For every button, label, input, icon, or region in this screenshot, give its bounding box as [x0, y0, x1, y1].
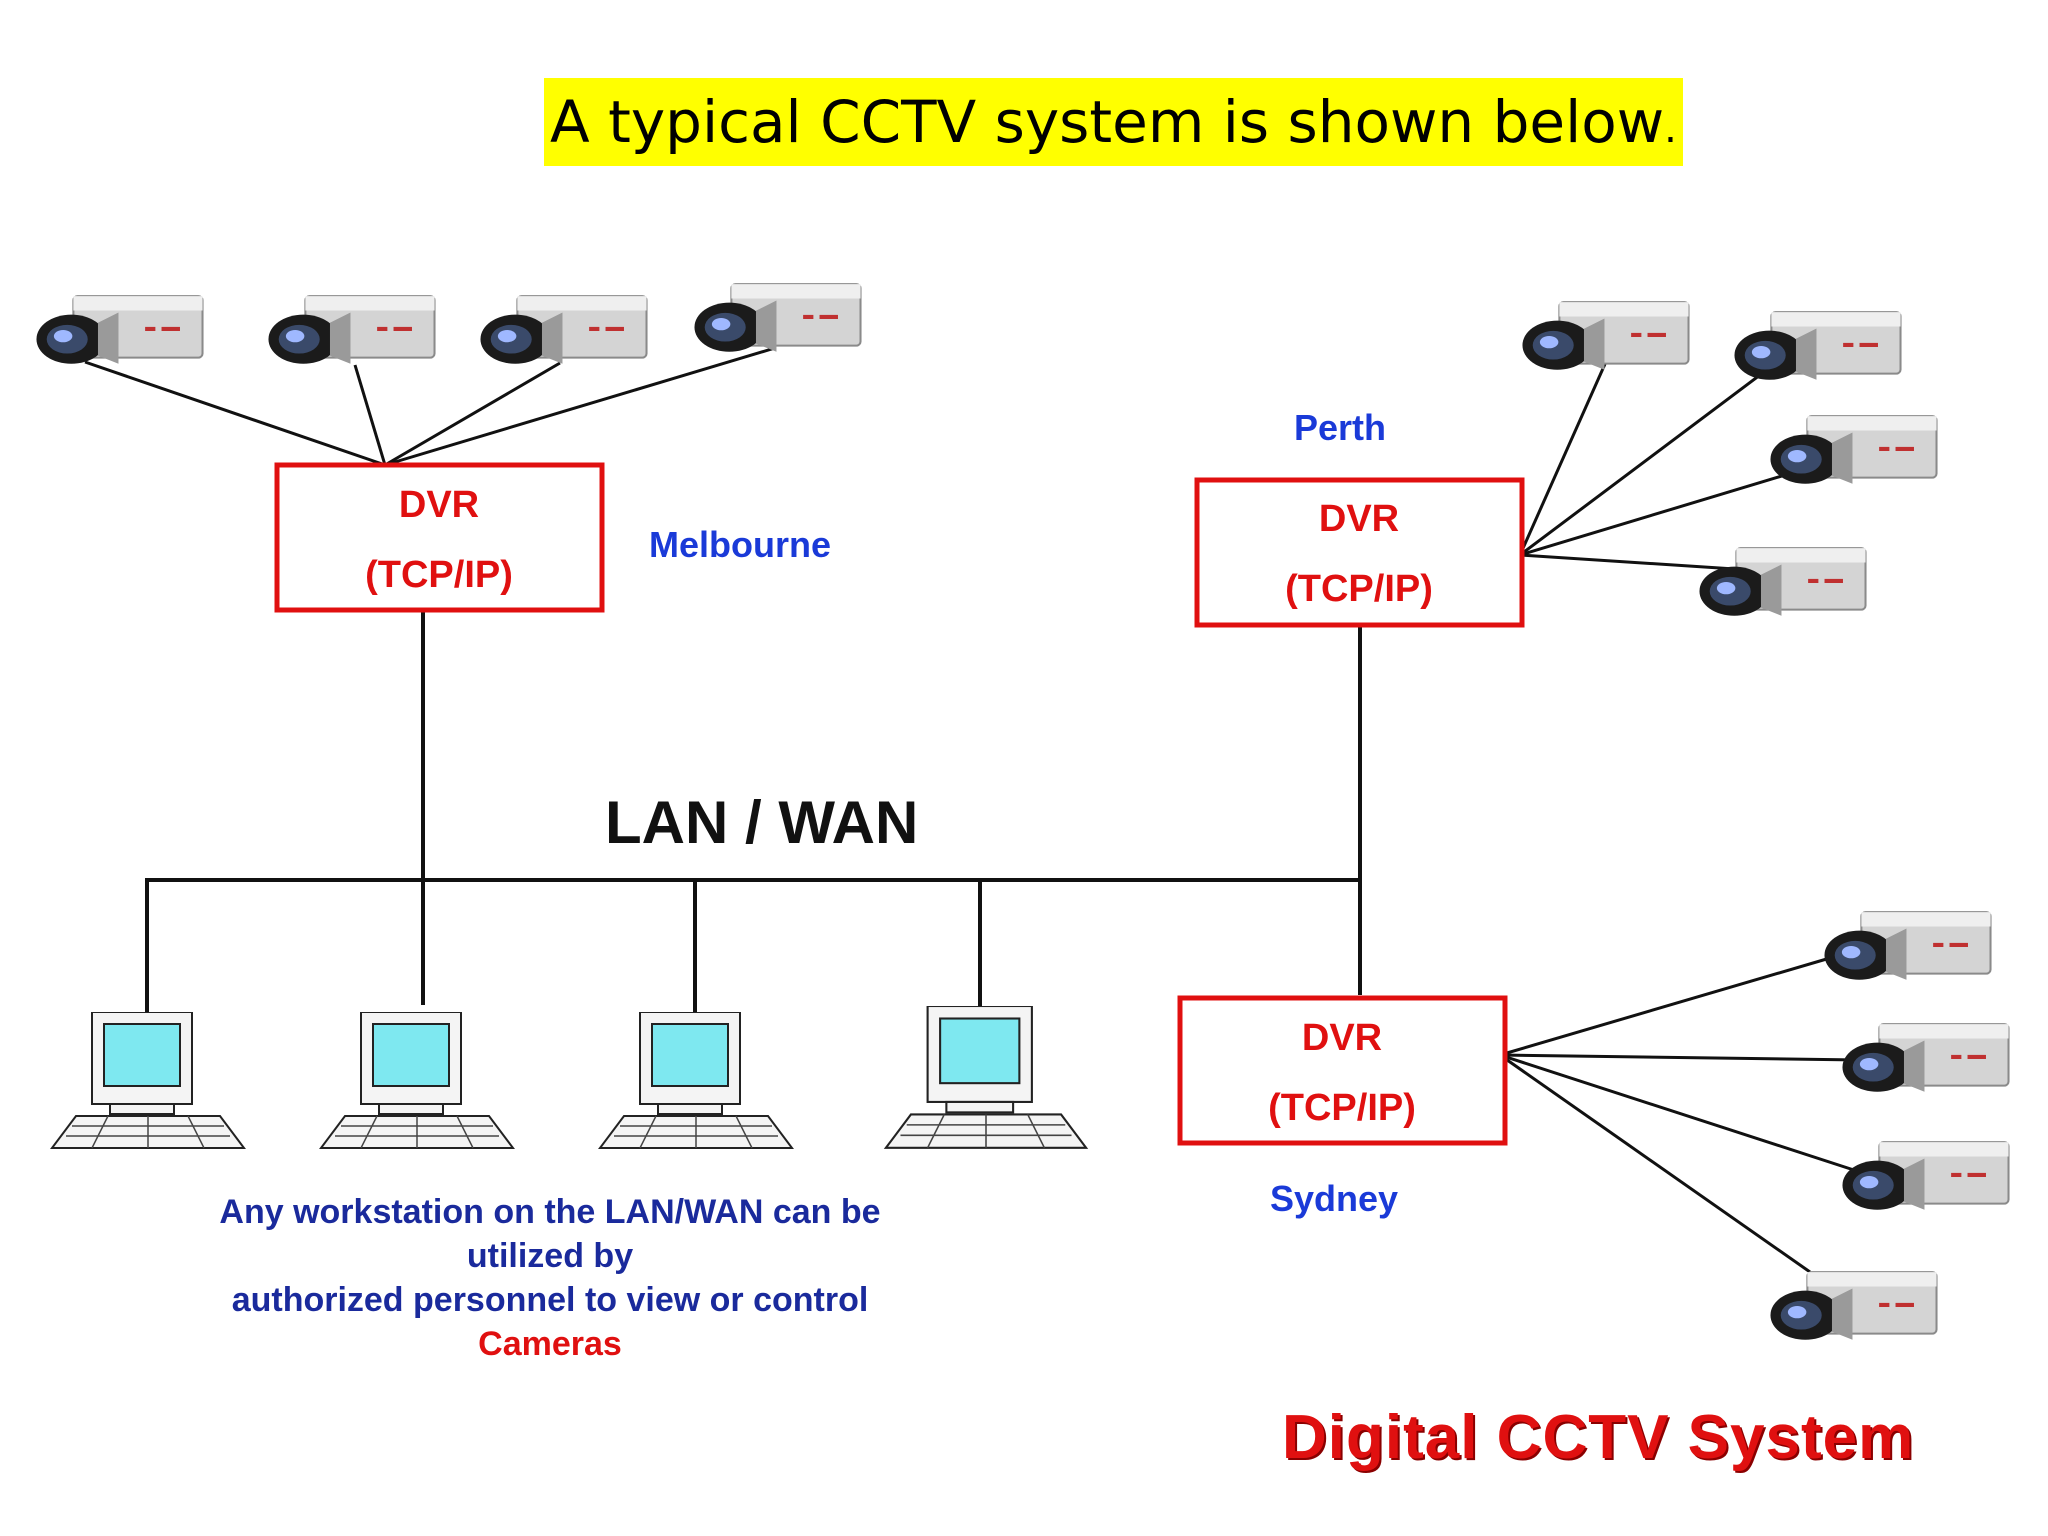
camera-cables [84, 346, 1861, 1274]
camera-icon [1733, 311, 1902, 381]
network-lines [145, 610, 1362, 1012]
city-melbourne: Melbourne [649, 524, 831, 565]
dvr-melbourne: DVR (TCP/IP) [274, 462, 605, 613]
camera-icon [1841, 1141, 2010, 1211]
cameras [35, 283, 2010, 1341]
camera-icon [1769, 1271, 1938, 1341]
slide-title-period: . [1664, 106, 1677, 152]
workstations [51, 1006, 1088, 1149]
camera-icon [267, 295, 436, 365]
city-sydney: Sydney [1270, 1178, 1398, 1219]
workstation-caption: Any workstation on the LAN/WAN can be ut… [110, 1190, 990, 1366]
camera-icon [35, 295, 204, 365]
dvr-melbourne-label: DVR [399, 484, 479, 526]
caption-line-3: authorized personnel to view or control [231, 1281, 869, 1319]
dvr-perth: DVR (TCP/IP) [1194, 477, 1525, 628]
diagram-title: Digital CCTV System [1282, 1403, 1915, 1472]
workstation-icon [884, 1006, 1088, 1149]
network-label: LAN / WAN [605, 789, 918, 856]
camera-icon [693, 283, 862, 353]
city-perth: Perth [1294, 407, 1386, 448]
workstation-icon [51, 1012, 245, 1149]
camera-icon [1769, 415, 1938, 485]
camera-icon [1823, 911, 1992, 981]
camera-icon [1698, 547, 1867, 617]
camera-icon [1841, 1023, 2010, 1093]
workstation-icon [320, 1012, 514, 1149]
dvr-perth-protocol: (TCP/IP) [1285, 568, 1433, 610]
dvr-perth-label: DVR [1319, 498, 1399, 540]
camera-icon [479, 295, 648, 365]
dvr-sydney-protocol: (TCP/IP) [1268, 1087, 1416, 1129]
slide-title-text: A typical CCTV system is shown below [550, 88, 1665, 156]
dvr-sydney-label: DVR [1302, 1017, 1382, 1059]
caption-line-2: utilized by [466, 1237, 634, 1275]
workstation-icon [599, 1012, 793, 1149]
dvr-sydney: DVR (TCP/IP) [1177, 995, 1508, 1146]
dvr-melbourne-protocol: (TCP/IP) [365, 554, 513, 596]
caption-highlight: Cameras [478, 1325, 622, 1363]
camera-icon [1521, 301, 1690, 371]
slide-title: A typical CCTV system is shown below. [544, 78, 1683, 166]
caption-line-1: Any workstation on the LAN/WAN can be [219, 1193, 881, 1231]
